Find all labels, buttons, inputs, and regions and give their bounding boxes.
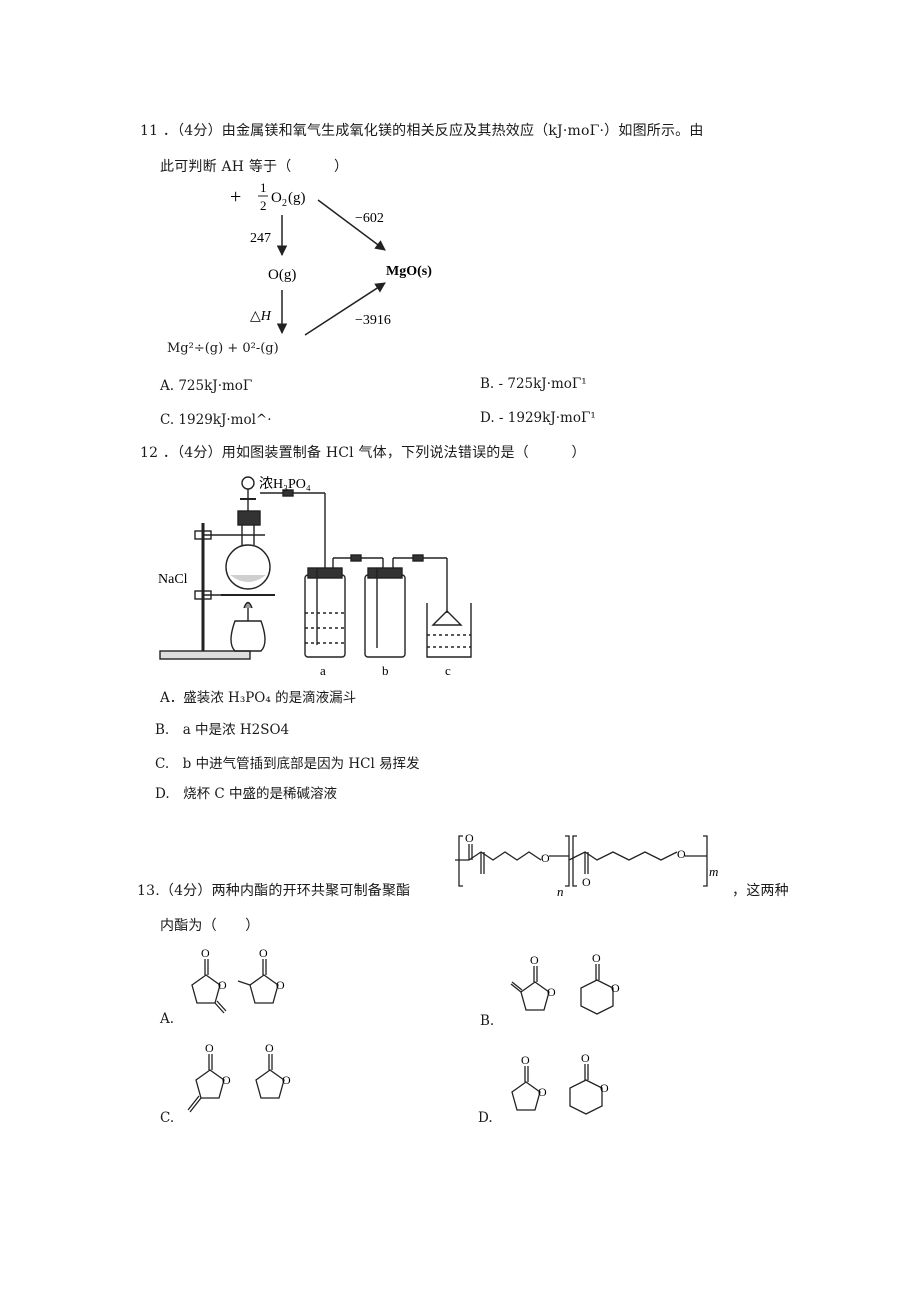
q13-option-c-label[interactable]: C.: [160, 1110, 175, 1126]
delta-h-label: △H: [250, 309, 272, 324]
value-3916: −3916: [355, 313, 391, 328]
q12-option-c[interactable]: C. b 中进气管插到底部是因为 HCl 易挥发: [155, 756, 420, 772]
polymer-o-1: O: [465, 831, 474, 845]
q11-option-a[interactable]: A. 725kJ·moΓ: [160, 378, 253, 394]
q13-option-d-label[interactable]: D.: [478, 1110, 493, 1126]
o2-formula: O: [271, 190, 282, 206]
ring-o-carbonyl: O: [592, 951, 601, 965]
mgo-label: MgO(s): [386, 264, 432, 279]
o2-state: (g): [288, 190, 306, 206]
ring-o-carbonyl: O: [530, 953, 539, 967]
ring-o: O: [538, 1085, 547, 1099]
ring-o-carbonyl: O: [259, 946, 268, 960]
ring-o: O: [611, 981, 620, 995]
q13-polymer-structure: O O O O n m: [455, 831, 718, 899]
ring-o: O: [547, 985, 556, 999]
label-a: a: [320, 663, 326, 678]
plus-sign: +: [230, 186, 241, 208]
q11-option-d[interactable]: D. - 1929kJ·moΓ¹: [480, 410, 596, 426]
q13-option-d-structures[interactable]: O O O O: [500, 1050, 640, 1135]
nacl-label: NaCl: [158, 572, 188, 587]
ring-o: O: [600, 1081, 609, 1095]
ring-o: O: [276, 978, 285, 992]
ring-o-carbonyl: O: [521, 1053, 530, 1067]
ring-o: O: [218, 978, 227, 992]
value-602: −602: [355, 211, 384, 226]
polymer-m: m: [709, 864, 718, 879]
label-b: b: [382, 663, 389, 678]
ring-o-carbonyl: O: [265, 1041, 274, 1055]
q13-option-a-label[interactable]: A.: [160, 1011, 175, 1027]
q12-option-d[interactable]: D. 烧杯 C 中盛的是稀碱溶液: [155, 786, 338, 802]
q13-option-c-structures[interactable]: O O O O: [180, 1040, 310, 1130]
q12-option-a[interactable]: A．盛装浓 H₃PO₄ 的是滴液漏斗: [160, 690, 357, 706]
q11-option-b[interactable]: B. - 725kJ·moΓ¹: [480, 376, 587, 392]
q13-option-a-structures[interactable]: O O O O: [178, 945, 308, 1030]
q12-stem: 12 ．（4分）用如图装置制备 HCl 气体，下列说法错误的是（ ）: [140, 445, 586, 461]
polymer-n: n: [557, 884, 564, 899]
q11-energy-diagram: + 1 2 O 2 (g) 247 −602 O(g) MgO(s) △H −3…: [230, 180, 432, 336]
acid-label: 浓H₃PO₄: [259, 476, 311, 492]
q13-stem-line2: 内酯为（ ）: [160, 918, 260, 934]
q11-option-c[interactable]: C. 1929kJ·mol^·: [160, 412, 272, 428]
ring-o-carbonyl: O: [205, 1041, 214, 1055]
polymer-o-2: O: [541, 851, 550, 865]
o2-subscript: 2: [282, 198, 287, 209]
polymer-o-3: O: [582, 875, 591, 889]
q11-bottom-species: Mg²÷(g) + 0²-(g): [167, 341, 279, 356]
half-denominator: 2: [260, 198, 267, 213]
q11-stem-line1: 11 ．（4分）由金属镁和氧气生成氧化镁的相关反应及其热效应（kJ·moΓ·）如…: [140, 123, 704, 139]
o-gas-label: O(g): [268, 267, 296, 283]
half-numerator: 1: [260, 180, 267, 195]
q13-stem-line1: 13.（4分）两种内酯的开环共聚可制备聚酯: [137, 883, 411, 899]
q13-option-b-structures[interactable]: O O O O: [505, 950, 645, 1035]
q12-option-b[interactable]: B. a 中是浓 H2SO4: [155, 722, 290, 738]
ring-o-carbonyl: O: [581, 1051, 590, 1065]
q13-stem-line1-tail: ，这两种: [732, 883, 789, 899]
polymer-o-4: O: [677, 847, 686, 861]
q13-option-b-label[interactable]: B.: [480, 1013, 495, 1029]
q12-apparatus-diagram: 浓H₃PO₄ NaCl a b c: [158, 476, 472, 678]
value-247: 247: [250, 231, 271, 246]
ring-o: O: [222, 1073, 231, 1087]
label-c: c: [445, 663, 451, 678]
ring-o: O: [282, 1073, 291, 1087]
ring-o-carbonyl: O: [201, 946, 210, 960]
q11-stem-line2: 此可判断 AH 等于（ ）: [160, 159, 349, 175]
